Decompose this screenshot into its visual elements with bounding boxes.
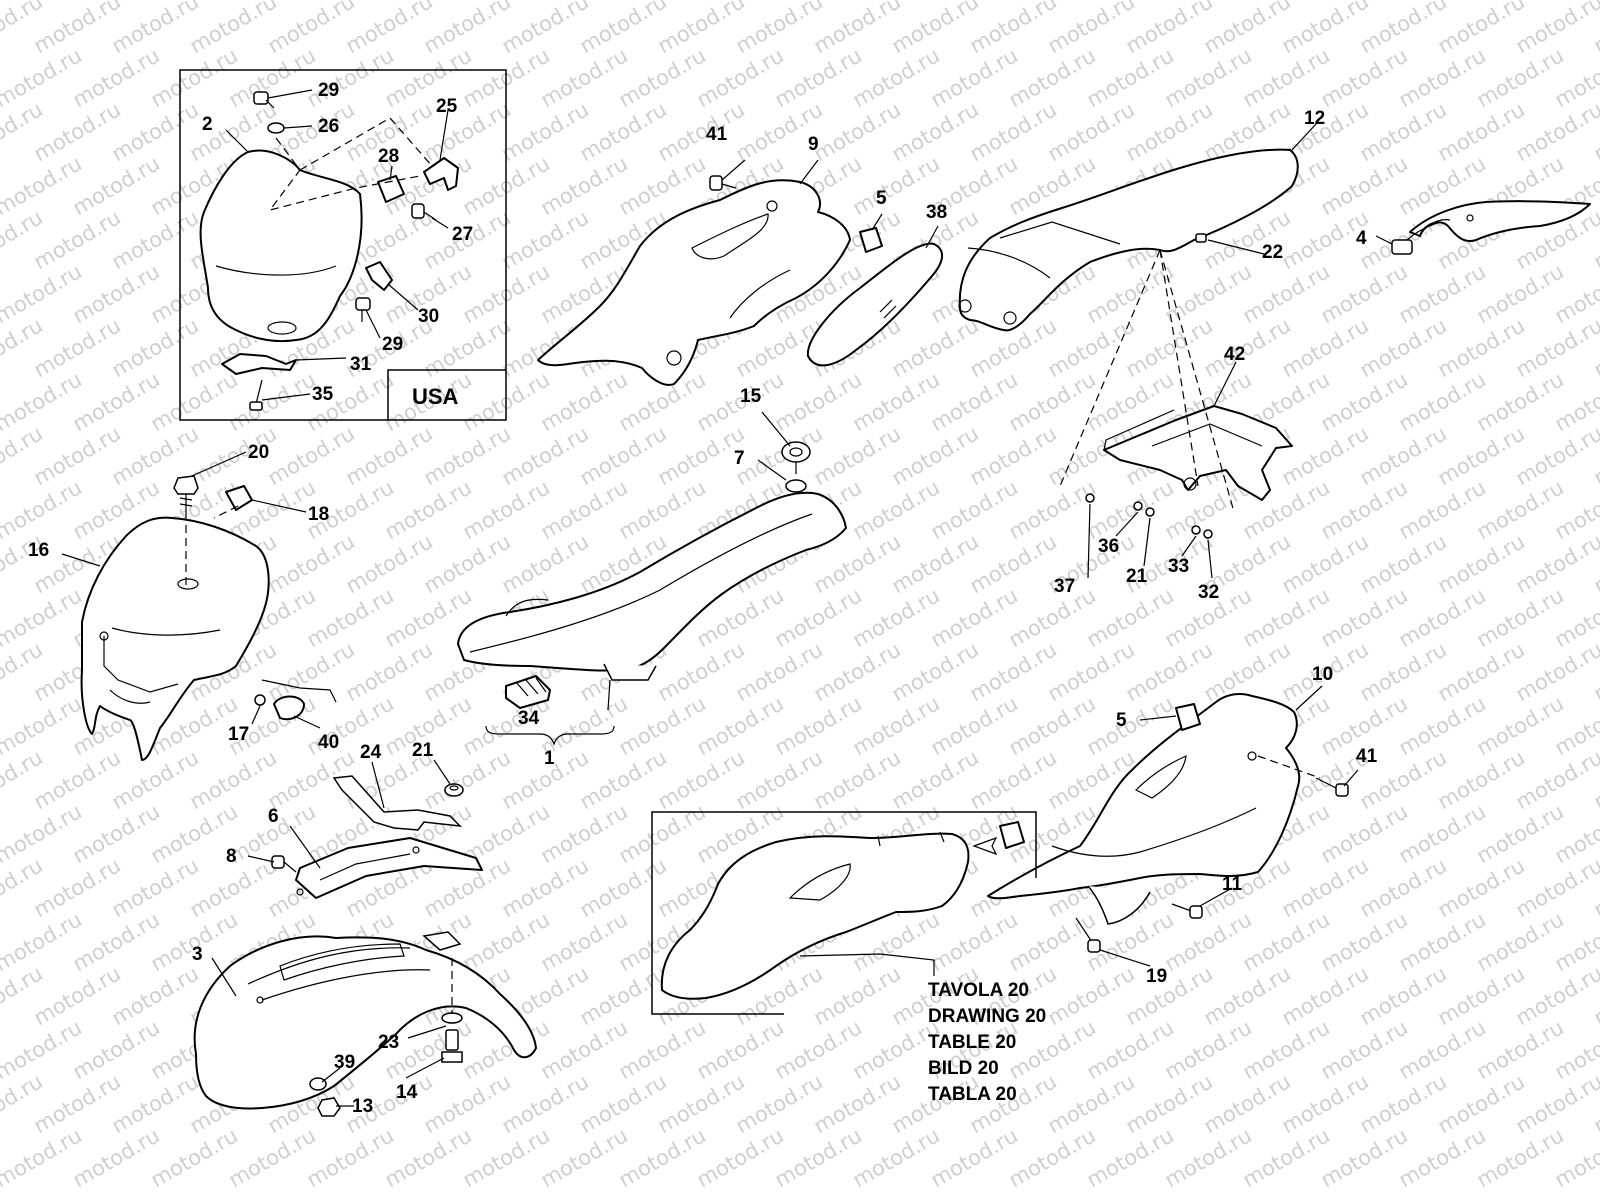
part-11-screw <box>1171 903 1203 919</box>
callout-5a: 5 <box>876 188 887 209</box>
part-38-decal <box>806 242 943 367</box>
callout-10: 10 <box>1312 664 1333 685</box>
part-8-screw <box>271 855 297 873</box>
callout-9: 9 <box>808 134 819 155</box>
callout-30: 30 <box>418 306 439 327</box>
part-33-washer <box>1191 525 1201 535</box>
part-13-nut <box>317 1097 341 1117</box>
part-5a-clip <box>859 227 883 253</box>
callout-19: 19 <box>1146 966 1167 987</box>
part-17-screw <box>254 694 266 706</box>
callout-8: 8 <box>226 846 237 867</box>
part-21a-nut <box>1145 507 1155 517</box>
part-15-fastener <box>781 441 811 474</box>
part-24-bracket <box>332 775 463 831</box>
callout-28: 28 <box>378 146 399 167</box>
part-32-nut <box>1203 529 1213 539</box>
part-5b-clip <box>1175 703 1201 731</box>
part-35-screw <box>249 379 263 411</box>
callout-21a: 21 <box>1126 566 1148 587</box>
part-22-screw <box>1195 233 1207 243</box>
part-19-screw <box>1075 917 1101 953</box>
callout-4: 4 <box>1356 228 1367 249</box>
part-39-nut <box>309 1077 327 1091</box>
callout-3: 3 <box>192 944 203 965</box>
callout-36: 36 <box>1098 536 1119 557</box>
callout-7: 7 <box>734 448 745 469</box>
callout-27: 27 <box>452 224 473 245</box>
usa-label: USA <box>412 384 459 409</box>
callout-14: 14 <box>396 1082 418 1103</box>
callout-22: 22 <box>1262 242 1283 263</box>
callout-23: 23 <box>378 1032 399 1053</box>
part-42-license-bracket <box>1103 405 1293 501</box>
callout-37: 37 <box>1054 576 1075 597</box>
part-7-washer <box>785 479 807 493</box>
callout-38: 38 <box>926 202 947 223</box>
part-29b-screw <box>355 297 371 322</box>
callout-20: 20 <box>248 442 269 463</box>
part-26-washer <box>267 122 285 134</box>
callout-18: 18 <box>308 504 329 525</box>
part-37-nut <box>1085 493 1095 503</box>
part-4-tail-light <box>1391 200 1591 255</box>
drawing-ref-4: TABLA 20 <box>928 1084 1017 1105</box>
part-36-washer <box>1133 501 1143 511</box>
part-40-clamp <box>261 679 337 721</box>
callout-12: 12 <box>1304 108 1325 129</box>
drawing-ref-3: BILD 20 <box>928 1058 999 1079</box>
callout-24: 24 <box>360 742 382 763</box>
part-41b-screw <box>1315 777 1349 797</box>
part-23-washer <box>441 1012 463 1024</box>
callout-40: 40 <box>318 732 339 753</box>
callout-17: 17 <box>228 724 249 745</box>
callout-25: 25 <box>436 96 458 117</box>
callout-33: 33 <box>1168 556 1189 577</box>
drawing-ref-0: TAVOLA 20 <box>928 980 1029 1001</box>
part-10-side-panel-right <box>987 693 1301 925</box>
drawing-20-reference-inset: TAVOLA 20 DRAWING 20 TABLE 20 BILD 20 TA… <box>651 811 1046 1105</box>
callout-34: 34 <box>518 708 540 729</box>
drawing-ref-1: DRAWING 20 <box>928 1006 1046 1027</box>
part-1-seat <box>457 491 847 681</box>
callout-13: 13 <box>352 1096 373 1117</box>
part-14-bolt <box>441 1029 463 1063</box>
part-9-side-panel-left <box>537 179 851 386</box>
part-20-bolt <box>173 475 199 512</box>
callout-42: 42 <box>1224 344 1245 365</box>
part-30-bracket <box>365 261 393 291</box>
part-3-front-fender <box>193 931 537 1110</box>
callout-5b: 5 <box>1116 710 1127 731</box>
usa-inset: USA <box>179 69 507 421</box>
part-34-rubber-pad <box>505 675 551 709</box>
callout-26: 26 <box>318 116 339 137</box>
callout-11: 11 <box>1222 874 1243 895</box>
callout-39: 39 <box>334 1052 355 1073</box>
part-5c-clip <box>999 821 1025 849</box>
callout-29b: 29 <box>382 334 403 355</box>
part-16-front-fairing <box>80 516 270 761</box>
callout-41a: 41 <box>706 124 728 145</box>
callout-41b: 41 <box>1356 746 1378 767</box>
callout-35: 35 <box>312 384 334 405</box>
part-6-fender-bracket <box>295 837 483 899</box>
callout-16: 16 <box>28 540 49 561</box>
callout-21b: 21 <box>412 740 434 761</box>
drawing-ref-2: TABLE 20 <box>928 1032 1016 1053</box>
part-25-bracket <box>423 157 459 191</box>
callout-31: 31 <box>350 354 372 375</box>
callout-29a: 29 <box>318 80 339 101</box>
part-12-rear-fender <box>958 148 1299 332</box>
callout-2: 2 <box>202 114 213 135</box>
callout-15: 15 <box>740 386 762 407</box>
callout-32: 32 <box>1198 582 1219 603</box>
part-41a-screw <box>709 175 737 191</box>
callout-1: 1 <box>544 748 555 769</box>
part-2-headlight-fairing <box>199 149 363 342</box>
part-21b-grommet <box>444 783 464 797</box>
callout-6: 6 <box>268 806 279 827</box>
